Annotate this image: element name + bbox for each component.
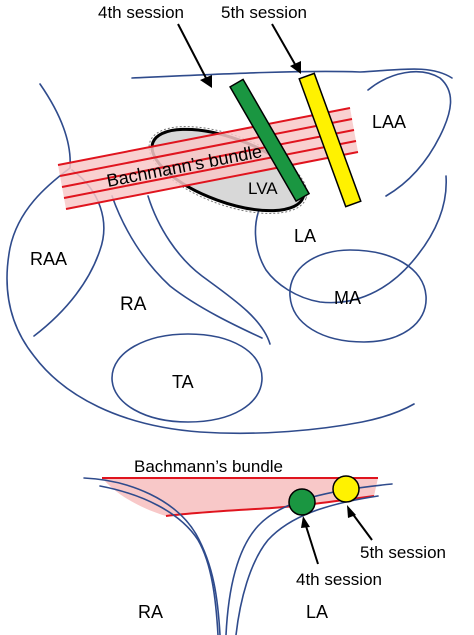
bundle-fiber <box>57 107 351 166</box>
bundle-fiber <box>65 151 359 210</box>
cross-bundle-label: Bachmann’s bundle <box>134 457 283 476</box>
cross-section: Bachmann’s bundle 5th session 4th sessio… <box>83 457 446 635</box>
ma-label: MA <box>334 288 361 308</box>
session4-arrowhead <box>200 75 212 88</box>
session4-lesion-bar <box>229 78 311 203</box>
session5-arrow <box>271 23 297 67</box>
ta-label: TA <box>172 372 194 392</box>
cross-session5-arrow <box>351 512 373 541</box>
session4-label: 4th session <box>98 3 184 22</box>
session4-arrow <box>177 23 208 81</box>
cross-session5-arrowhead <box>347 505 356 518</box>
ra-inner-outline <box>111 195 263 339</box>
session5-arrowhead <box>290 61 301 74</box>
laa-outline <box>367 71 452 197</box>
ta-outline <box>111 333 263 423</box>
session4-lesion-circle <box>288 488 316 516</box>
ra-label: RA <box>120 294 147 315</box>
cross-ra-label: RA <box>138 602 163 622</box>
bachmanns-bundle-band <box>57 107 359 210</box>
ma-outline <box>289 249 427 343</box>
cross-bundle-bottom-edge <box>165 495 375 517</box>
cross-wall-outer <box>83 477 221 635</box>
raa-label: RAA <box>30 249 67 269</box>
session5-lesion-bar <box>298 72 362 208</box>
bundle-fiber <box>61 129 355 188</box>
cross-right-inner <box>235 495 379 635</box>
cross-la-label: LA <box>306 602 328 622</box>
top-view: 4th session 5th session Bachmann’s bundl… <box>6 3 453 435</box>
left-atrium-outline <box>254 175 447 304</box>
superior-wall-outline <box>131 68 453 79</box>
cross-wall-inner <box>99 485 219 635</box>
cross-session4-label: 4th session <box>296 570 382 589</box>
session5-label: 5th session <box>221 3 307 22</box>
cross-session5-label: 5th session <box>360 543 446 562</box>
cross-session4-arrow <box>305 525 319 565</box>
la-label: LA <box>294 226 316 246</box>
bundle-fiber <box>63 140 357 199</box>
septum-outline <box>147 195 271 345</box>
session5-lesion-circle <box>332 475 360 503</box>
bundle-fiber <box>59 118 353 177</box>
laa-label: LAA <box>372 112 406 132</box>
cross-session4-arrowhead <box>301 516 310 528</box>
lva-label: LVA <box>248 179 278 198</box>
